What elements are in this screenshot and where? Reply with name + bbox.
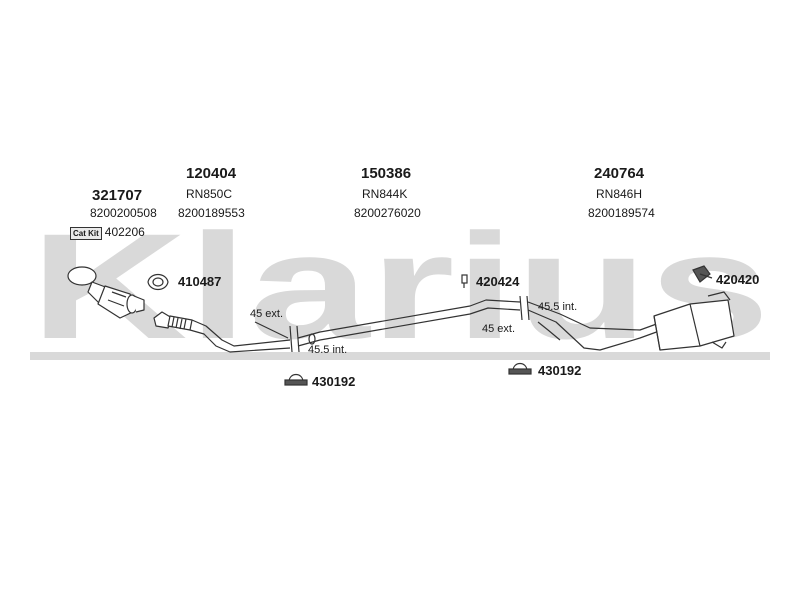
clamp-icon-right <box>508 362 532 375</box>
front-part-number: 120404 <box>186 165 237 182</box>
cat-kit-number: 402206 <box>104 225 145 239</box>
middle-pipe <box>297 299 521 347</box>
rear-ref: RN846H <box>596 187 643 201</box>
cat-kit-badge: Cat Kit <box>70 227 102 240</box>
cat-oem-number: 8200200508 <box>90 206 157 220</box>
front-pipe <box>153 311 291 353</box>
right-joint-int: 45.5 int. <box>538 301 578 313</box>
clamp-right-part-number: 430192 <box>538 363 582 378</box>
clamp-left-part-number: 430192 <box>312 374 356 389</box>
mount-rear-part-number: 420420 <box>716 272 760 287</box>
gasket-part-number: 410487 <box>178 274 222 289</box>
cat-part-number: 321707 <box>92 187 143 204</box>
middle-part-number: 150386 <box>361 165 412 182</box>
clamp-icon-left <box>284 373 308 386</box>
mount-middle-part-number: 420424 <box>476 274 520 289</box>
gasket-ring <box>147 273 169 291</box>
rear-pipe <box>527 301 663 351</box>
left-joint-int: 45.5 int. <box>308 344 348 356</box>
watermark-underline <box>30 352 770 360</box>
rubber-mount-rear-icon <box>692 265 713 283</box>
left-joint-ext: 45 ext. <box>250 308 284 320</box>
right-joint-ext: 45 ext. <box>482 323 516 335</box>
joint-markers <box>254 295 530 353</box>
front-ref: RN850C <box>186 187 233 201</box>
rear-part-number: 240764 <box>594 165 645 182</box>
front-oem-number: 8200189553 <box>178 206 245 220</box>
rear-silencer <box>653 291 735 351</box>
rear-oem-number: 8200189574 <box>588 206 655 220</box>
middle-ref: RN844K <box>362 187 408 201</box>
rubber-mount-icon <box>461 274 468 288</box>
catalytic-converter <box>67 266 145 319</box>
middle-oem-number: 8200276020 <box>354 206 421 220</box>
